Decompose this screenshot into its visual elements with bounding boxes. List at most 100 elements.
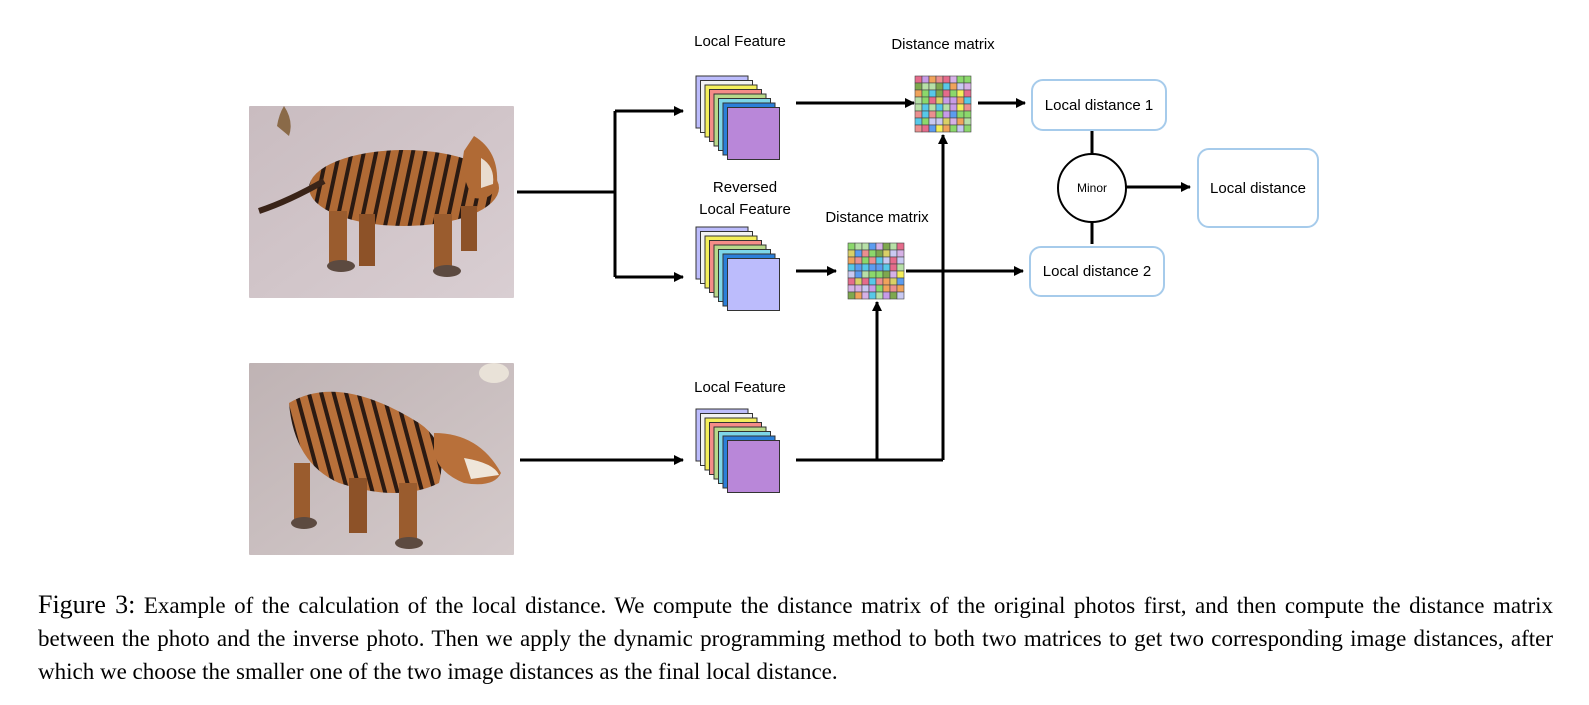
matrix-cell: [889, 270, 898, 279]
matrix-cell: [868, 256, 877, 265]
matrix-cell: [868, 242, 877, 251]
distance-matrix-middle: [847, 242, 905, 300]
matrix-cell: [963, 124, 972, 133]
figure-number: Figure 3:: [38, 590, 136, 619]
matrix-cell: [921, 117, 930, 126]
matrix-cell: [942, 110, 951, 119]
matrix-cell: [868, 249, 877, 258]
matrix-cell: [942, 96, 951, 105]
matrix-cell: [963, 110, 972, 119]
matrix-cell: [921, 75, 930, 84]
reversed-label-line2: Local Feature: [699, 201, 791, 218]
matrix-cell: [949, 124, 958, 133]
matrix-cell: [861, 249, 870, 258]
matrix-cell: [963, 82, 972, 91]
matrix-cell: [847, 249, 856, 258]
matrix-cell: [956, 117, 965, 126]
matrix-cell: [896, 270, 905, 279]
feature-map-front: [727, 107, 780, 160]
matrix-cell: [963, 89, 972, 98]
matrix-cell: [896, 284, 905, 293]
matrix-cell: [847, 291, 856, 300]
matrix-cell: [914, 75, 923, 84]
figure: Local Feature Reversed Local Feature Loc…: [249, 33, 1319, 555]
matrix-cell: [921, 103, 930, 112]
matrix-cell: [928, 103, 937, 112]
distance-matrix-middle-label: Distance matrix: [825, 209, 929, 226]
matrix-cell: [896, 249, 905, 258]
matrix-cell: [889, 284, 898, 293]
matrix-cell: [875, 263, 884, 272]
matrix-cell: [882, 284, 891, 293]
tiger-photo-bottom-image: [249, 363, 514, 555]
matrix-cell: [928, 89, 937, 98]
matrix-cell: [928, 117, 937, 126]
matrix-cell: [935, 75, 944, 84]
local-feature-top-label: Local Feature: [694, 33, 786, 50]
matrix-cell: [868, 284, 877, 293]
matrix-cell: [956, 124, 965, 133]
matrix-cell: [889, 256, 898, 265]
feature-map-front: [727, 258, 780, 311]
matrix-cell: [875, 256, 884, 265]
matrix-cell: [963, 96, 972, 105]
local-distance-box: Local distance: [1197, 148, 1319, 228]
matrix-cell: [847, 263, 856, 272]
matrix-cell: [875, 242, 884, 251]
reversed-local-feature-stack: [695, 226, 780, 311]
matrix-cell: [868, 263, 877, 272]
matrix-cell: [854, 291, 863, 300]
local-distance-1-box: Local distance 1: [1031, 79, 1167, 131]
matrix-cell: [861, 270, 870, 279]
matrix-cell: [861, 277, 870, 286]
matrix-cell: [868, 277, 877, 286]
matrix-cell: [928, 96, 937, 105]
matrix-cell: [914, 124, 923, 133]
matrix-cell: [854, 256, 863, 265]
matrix-cell: [854, 284, 863, 293]
matrix-cell: [942, 75, 951, 84]
matrix-cell: [861, 291, 870, 300]
matrix-cell: [935, 103, 944, 112]
tiger-photo-bottom: [249, 363, 514, 555]
matrix-cell: [921, 110, 930, 119]
matrix-cell: [949, 75, 958, 84]
matrix-cell: [928, 82, 937, 91]
reversed-label-line1: Reversed: [712, 179, 778, 196]
matrix-cell: [914, 117, 923, 126]
matrix-cell: [847, 284, 856, 293]
matrix-cell: [928, 110, 937, 119]
matrix-cell: [896, 256, 905, 265]
matrix-cell: [889, 242, 898, 251]
minor-node: Minor: [1057, 153, 1127, 223]
matrix-cell: [868, 270, 877, 279]
matrix-cell: [935, 96, 944, 105]
matrix-cell: [949, 82, 958, 91]
matrix-cell: [914, 103, 923, 112]
matrix-cell: [896, 277, 905, 286]
local-feature-stack-top: [695, 75, 780, 160]
matrix-cell: [882, 242, 891, 251]
matrix-cell: [914, 89, 923, 98]
matrix-cell: [854, 263, 863, 272]
matrix-cell: [942, 103, 951, 112]
matrix-cell: [914, 96, 923, 105]
local-feature-stack-bottom: [695, 408, 780, 493]
matrix-cell: [882, 270, 891, 279]
matrix-cell: [861, 284, 870, 293]
matrix-cell: [956, 89, 965, 98]
matrix-cell: [956, 96, 965, 105]
matrix-cell: [914, 110, 923, 119]
matrix-cell: [875, 284, 884, 293]
matrix-cell: [942, 82, 951, 91]
matrix-cell: [949, 110, 958, 119]
matrix-cell: [956, 103, 965, 112]
matrix-cell: [921, 96, 930, 105]
distance-matrix-top: [914, 75, 972, 133]
matrix-cell: [847, 256, 856, 265]
matrix-cell: [882, 249, 891, 258]
matrix-cell: [921, 124, 930, 133]
local-distance-2-box: Local distance 2: [1029, 246, 1165, 297]
matrix-cell: [875, 277, 884, 286]
local-feature-bottom-label: Local Feature: [694, 379, 786, 396]
